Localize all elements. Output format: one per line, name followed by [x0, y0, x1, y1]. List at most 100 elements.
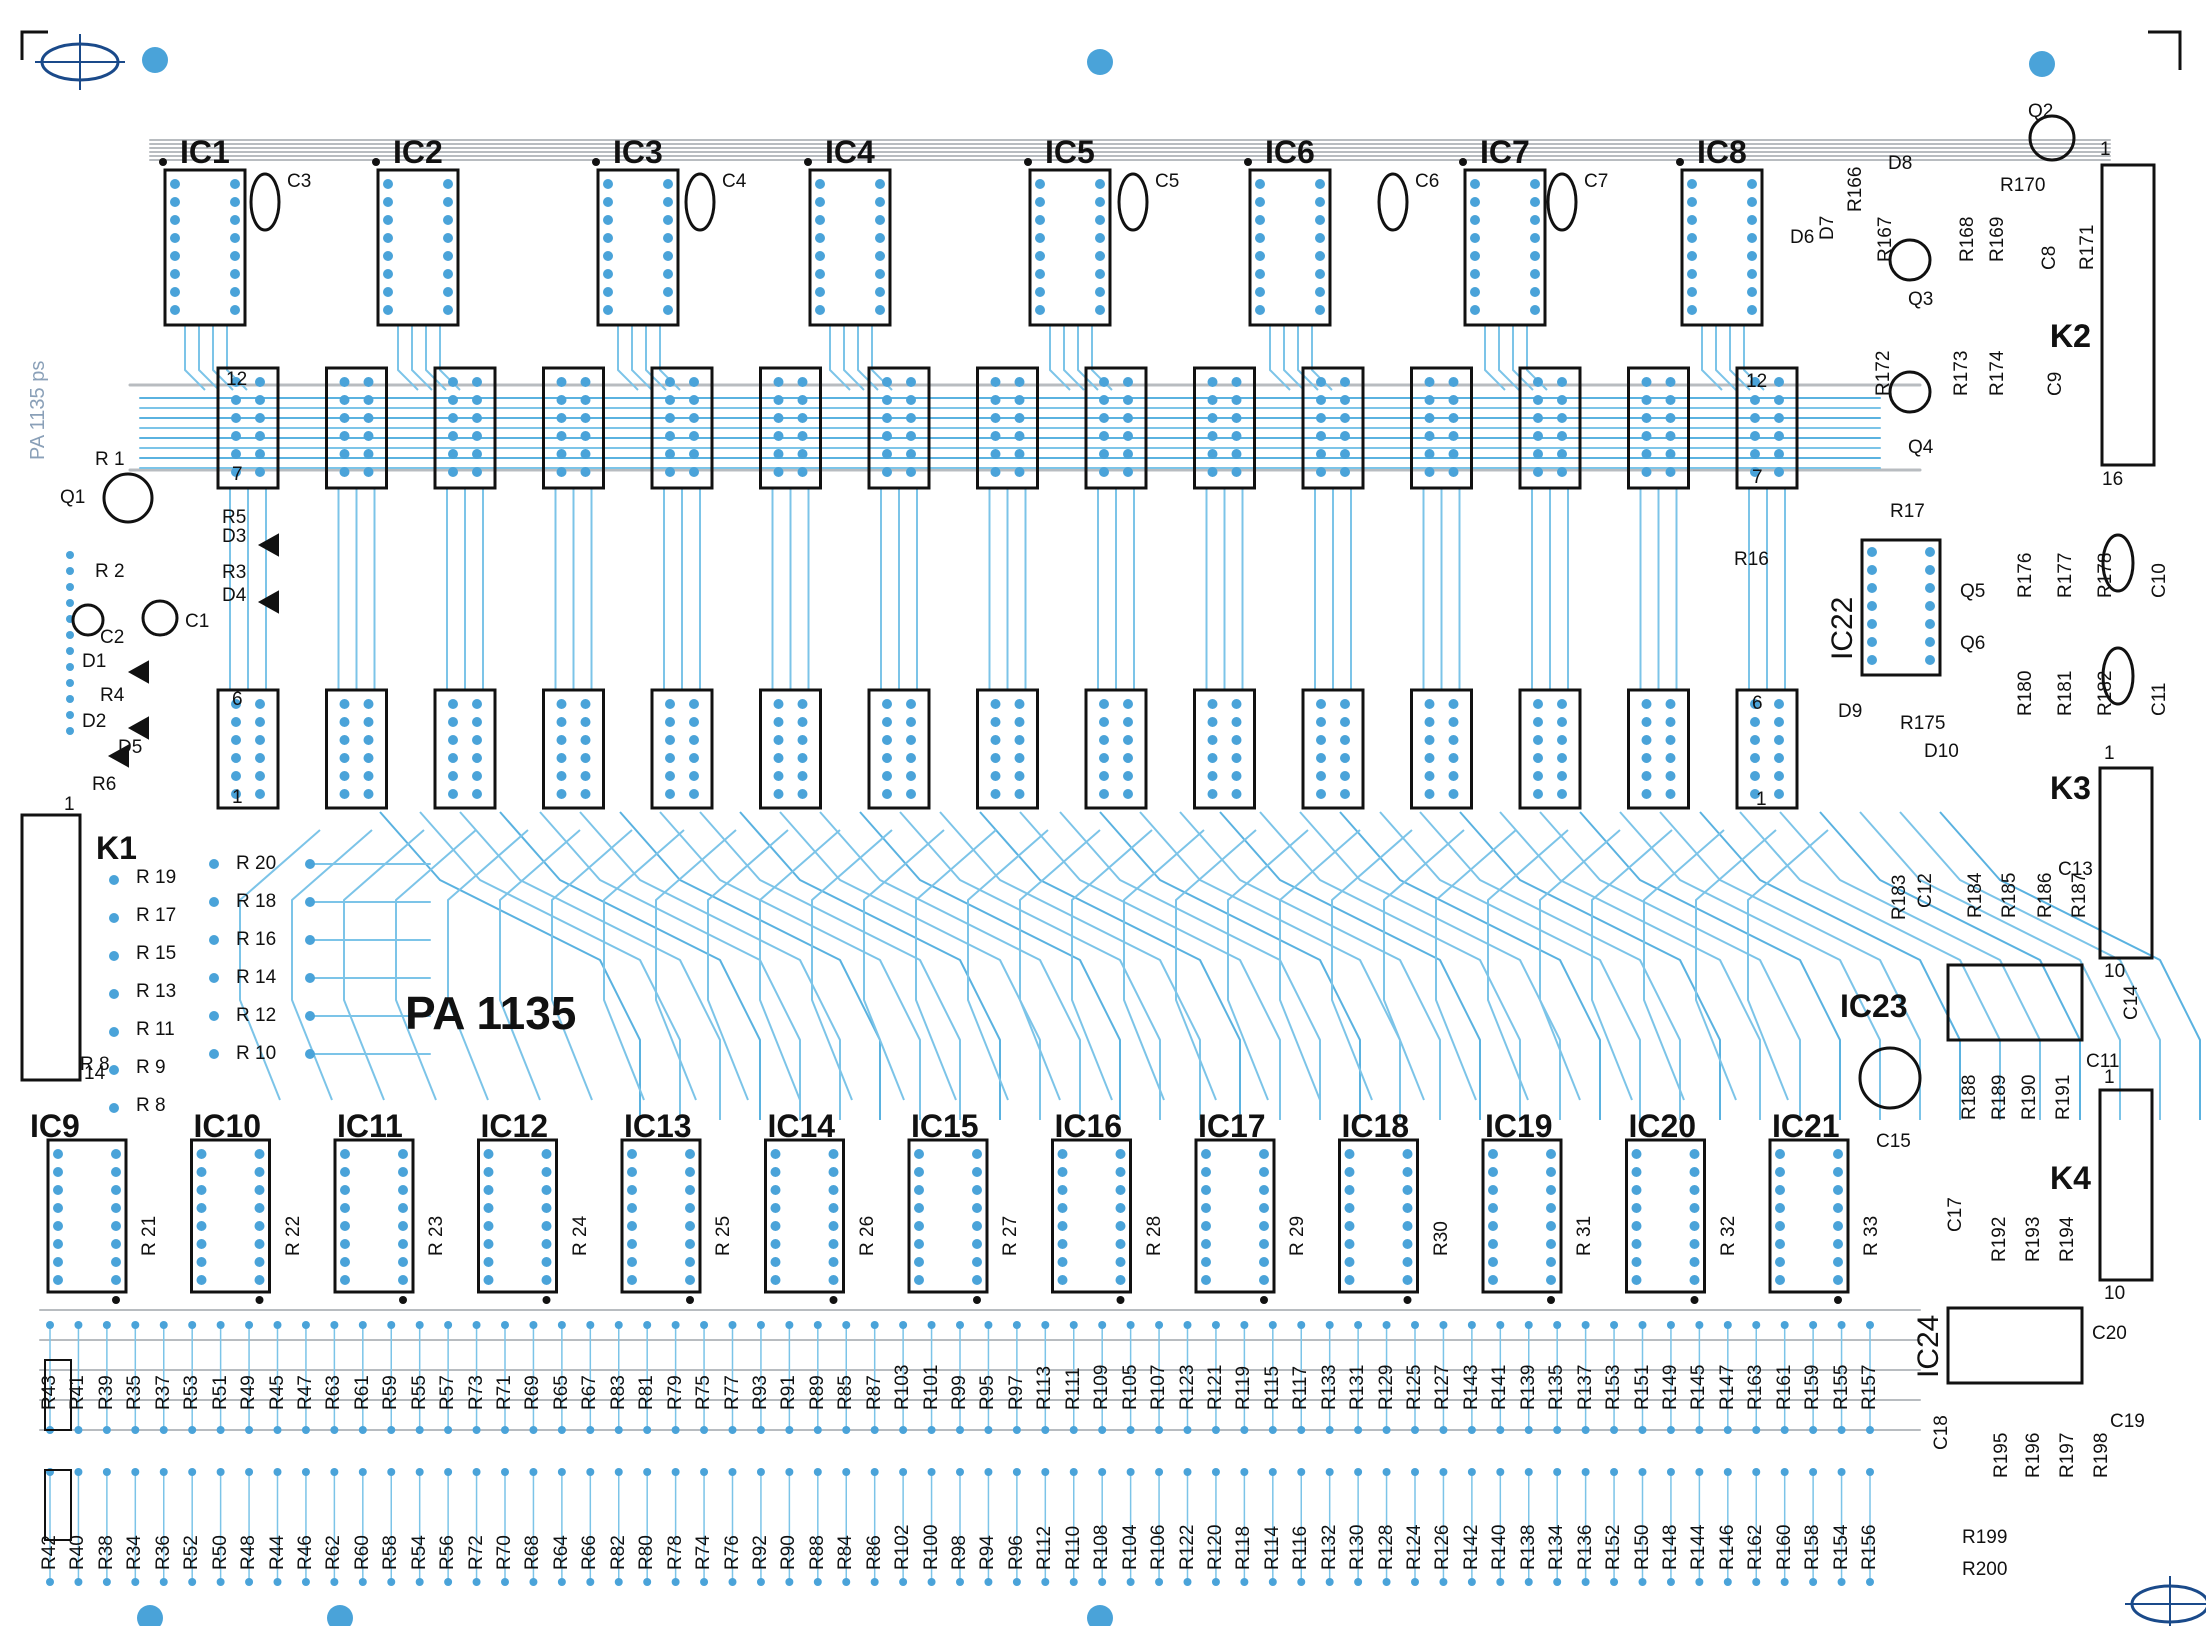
pad	[586, 1321, 595, 1329]
pad	[627, 1257, 637, 1267]
pad	[53, 1239, 63, 1249]
pin1-dot	[829, 1296, 838, 1304]
board-title: PA 1135	[405, 987, 577, 1039]
fan-trace	[759, 829, 841, 1101]
pad	[1747, 305, 1757, 315]
pad	[1557, 413, 1567, 423]
pad	[1867, 601, 1877, 611]
component-label: R5	[222, 507, 247, 528]
pad	[556, 377, 567, 387]
fan-trace	[395, 829, 477, 1101]
pad	[665, 395, 675, 405]
pad	[1533, 413, 1543, 423]
pad	[1340, 753, 1350, 763]
pad	[1533, 395, 1543, 405]
socket-lower	[867, 688, 931, 810]
pad	[882, 699, 892, 709]
pin-number: 1	[2104, 1067, 2115, 1088]
resistor-label: R150	[1631, 1524, 1653, 1570]
pad	[972, 1203, 982, 1213]
pad	[1354, 1578, 1363, 1586]
pad	[363, 699, 374, 709]
trace	[1701, 325, 1723, 391]
pad	[906, 753, 916, 763]
socket-upper	[1301, 366, 1365, 490]
pad	[301, 1578, 310, 1586]
ic-label: IC17	[1198, 1108, 1266, 1144]
pin-number: 7	[1752, 467, 1763, 488]
pad	[1123, 717, 1133, 727]
pad	[383, 233, 393, 243]
fan-trace	[1487, 829, 1569, 1101]
pad	[1530, 215, 1540, 225]
resistor-label: R 19	[136, 867, 177, 888]
resistor-label: R101	[920, 1364, 942, 1410]
fan-trace	[1619, 811, 1881, 1120]
socket-lower	[650, 688, 714, 810]
fan-trace	[811, 829, 893, 1101]
pad	[1641, 735, 1652, 745]
trace	[198, 325, 220, 391]
pad	[1424, 735, 1435, 745]
pad	[906, 467, 916, 477]
pad	[1546, 1221, 1556, 1231]
pad	[1069, 1321, 1078, 1329]
ic-body	[764, 1138, 845, 1294]
pad	[1750, 449, 1760, 459]
pad	[398, 1275, 408, 1285]
component-label: K2	[2050, 318, 2091, 354]
pad	[53, 1167, 63, 1177]
component-label: R185	[1999, 872, 2020, 918]
pad	[1344, 1185, 1355, 1195]
component-label: R17	[1890, 501, 1925, 522]
pad	[815, 269, 825, 279]
pad	[339, 735, 350, 745]
pad	[541, 1203, 552, 1213]
pad	[255, 735, 265, 745]
resistor-label: R161	[1773, 1364, 1795, 1410]
pad	[1115, 1257, 1126, 1267]
pad	[363, 377, 374, 387]
pad	[448, 753, 458, 763]
resistor-label: R124	[1404, 1524, 1425, 1570]
pad	[1752, 1321, 1761, 1329]
pad	[984, 1578, 993, 1586]
pad	[1123, 789, 1133, 799]
pad	[363, 449, 374, 459]
component-label: C13	[2058, 859, 2093, 880]
pad	[305, 1011, 315, 1021]
pad	[363, 753, 374, 763]
resistor-label: R 23	[426, 1215, 447, 1256]
resistor-label: R62	[323, 1535, 345, 1570]
pad	[1524, 1321, 1533, 1329]
resistor-label: R 13	[136, 981, 177, 1002]
corner-mark	[2148, 30, 2182, 70]
pad	[230, 305, 240, 315]
pin1-dot	[804, 158, 812, 166]
pad	[448, 449, 458, 459]
pad	[556, 735, 567, 745]
pad	[1012, 1468, 1021, 1476]
pad	[159, 1468, 168, 1476]
pad	[1833, 1239, 1843, 1249]
pad	[1057, 1275, 1068, 1285]
pad	[828, 1257, 839, 1267]
pad	[1402, 1185, 1413, 1195]
pad	[1041, 1578, 1050, 1586]
pad	[301, 1321, 310, 1329]
pad	[1530, 287, 1540, 297]
resistor-label: R98	[949, 1535, 970, 1570]
pad	[383, 215, 393, 225]
pad	[700, 1321, 709, 1329]
resistor-label: R96	[1005, 1535, 1027, 1570]
pad	[472, 431, 482, 441]
resistor-label: R57	[437, 1375, 459, 1410]
pad	[1496, 1468, 1505, 1476]
pad	[1297, 1426, 1306, 1434]
pad	[1207, 753, 1218, 763]
component-label: C15	[1876, 1131, 1911, 1152]
pad	[815, 197, 825, 207]
resistor-label: R65	[550, 1375, 572, 1410]
ic-label: IC7	[1480, 134, 1530, 170]
pad	[245, 1468, 254, 1476]
